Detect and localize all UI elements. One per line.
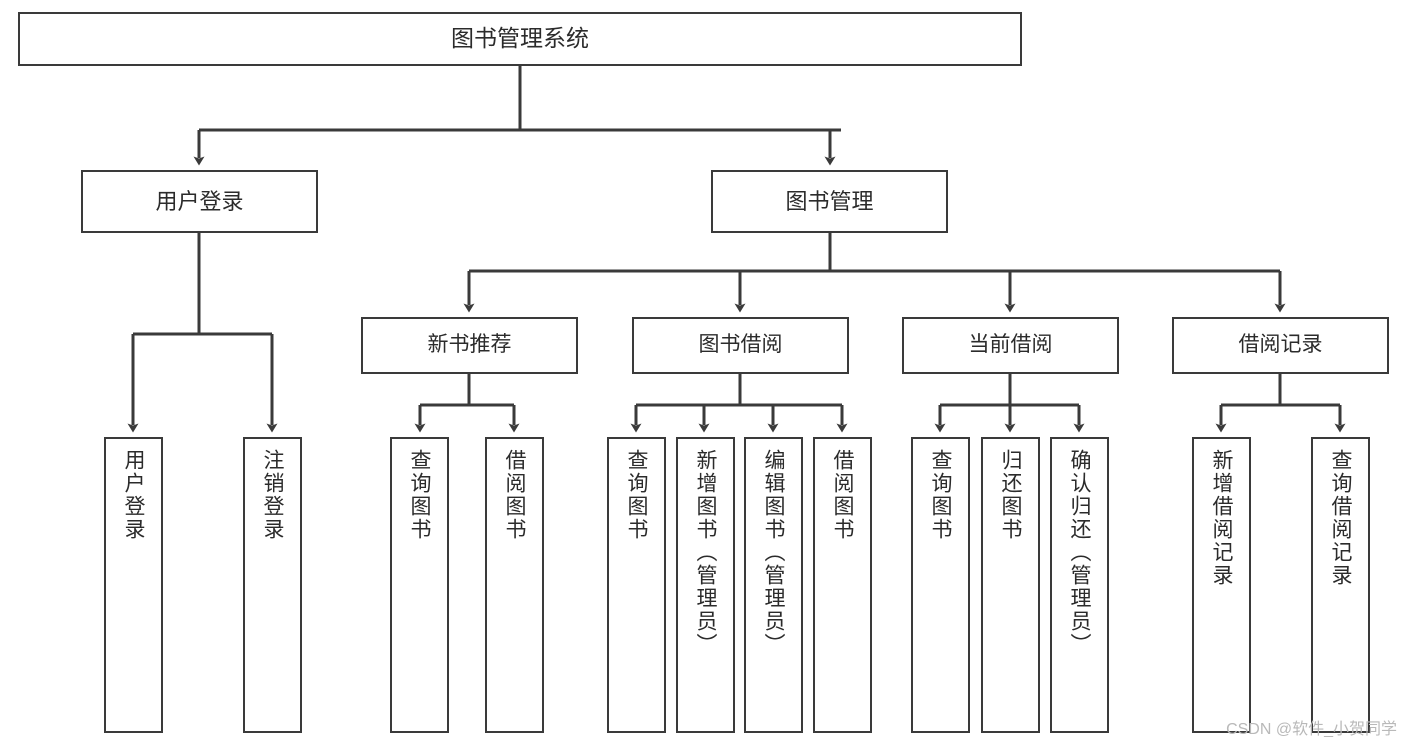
leaf-new-book-borrow[interactable]: 借阅图书 <box>485 437 544 733</box>
node-borrow-record[interactable]: 借阅记录 <box>1172 317 1389 374</box>
leaf-user-login-signout[interactable]: 注销登录 <box>243 437 302 733</box>
leaf-current-borrow-confirm-return[interactable]: 确认归还（管理员） <box>1050 437 1109 733</box>
leaf-book-borrow-add[interactable]: 新增图书（管理员） <box>676 437 735 733</box>
node-user-login[interactable]: 用户登录 <box>81 170 318 233</box>
node-book-management[interactable]: 图书管理 <box>711 170 948 233</box>
node-root-label: 图书管理系统 <box>451 25 589 52</box>
node-borrow-record-label: 借阅记录 <box>1238 333 1323 357</box>
leaf-label: 用户登录 <box>122 449 145 541</box>
leaf-label: 编辑图书（管理员） <box>762 449 785 656</box>
node-book-borrow[interactable]: 图书借阅 <box>632 317 849 374</box>
leaf-label: 借阅图书 <box>503 449 526 541</box>
leaf-borrow-record-add[interactable]: 新增借阅记录 <box>1192 437 1251 733</box>
node-current-borrow-label: 当前借阅 <box>968 333 1053 357</box>
leaf-label: 新增图书（管理员） <box>694 449 717 656</box>
leaf-book-borrow-query[interactable]: 查询图书 <box>607 437 666 733</box>
node-root[interactable]: 图书管理系统 <box>18 12 1022 66</box>
node-new-book-recommend[interactable]: 新书推荐 <box>361 317 578 374</box>
leaf-label: 查询图书 <box>929 449 952 541</box>
leaf-label: 新增借阅记录 <box>1210 449 1233 587</box>
leaf-label: 借阅图书 <box>831 449 854 541</box>
leaf-book-borrow-edit[interactable]: 编辑图书（管理员） <box>744 437 803 733</box>
leaf-label: 查询图书 <box>625 449 648 541</box>
node-current-borrow[interactable]: 当前借阅 <box>902 317 1119 374</box>
watermark: CSDN @软件_小贺同学 <box>1226 721 1397 738</box>
leaf-label: 注销登录 <box>261 449 284 541</box>
node-book-management-label: 图书管理 <box>785 188 874 214</box>
leaf-current-borrow-query[interactable]: 查询图书 <box>911 437 970 733</box>
leaf-label: 确认归还（管理员） <box>1068 449 1091 656</box>
leaf-current-borrow-return[interactable]: 归还图书 <box>981 437 1040 733</box>
leaf-label: 查询借阅记录 <box>1329 449 1352 587</box>
node-user-login-label: 用户登录 <box>155 188 244 214</box>
leaf-label: 查询图书 <box>408 449 431 541</box>
leaf-new-book-query[interactable]: 查询图书 <box>390 437 449 733</box>
node-book-borrow-label: 图书借阅 <box>698 333 783 357</box>
leaf-user-login-signin[interactable]: 用户登录 <box>104 437 163 733</box>
leaf-borrow-record-query[interactable]: 查询借阅记录 <box>1311 437 1370 733</box>
leaf-book-borrow-lend[interactable]: 借阅图书 <box>813 437 872 733</box>
leaf-label: 归还图书 <box>999 449 1022 541</box>
node-new-book-recommend-label: 新书推荐 <box>427 333 512 357</box>
